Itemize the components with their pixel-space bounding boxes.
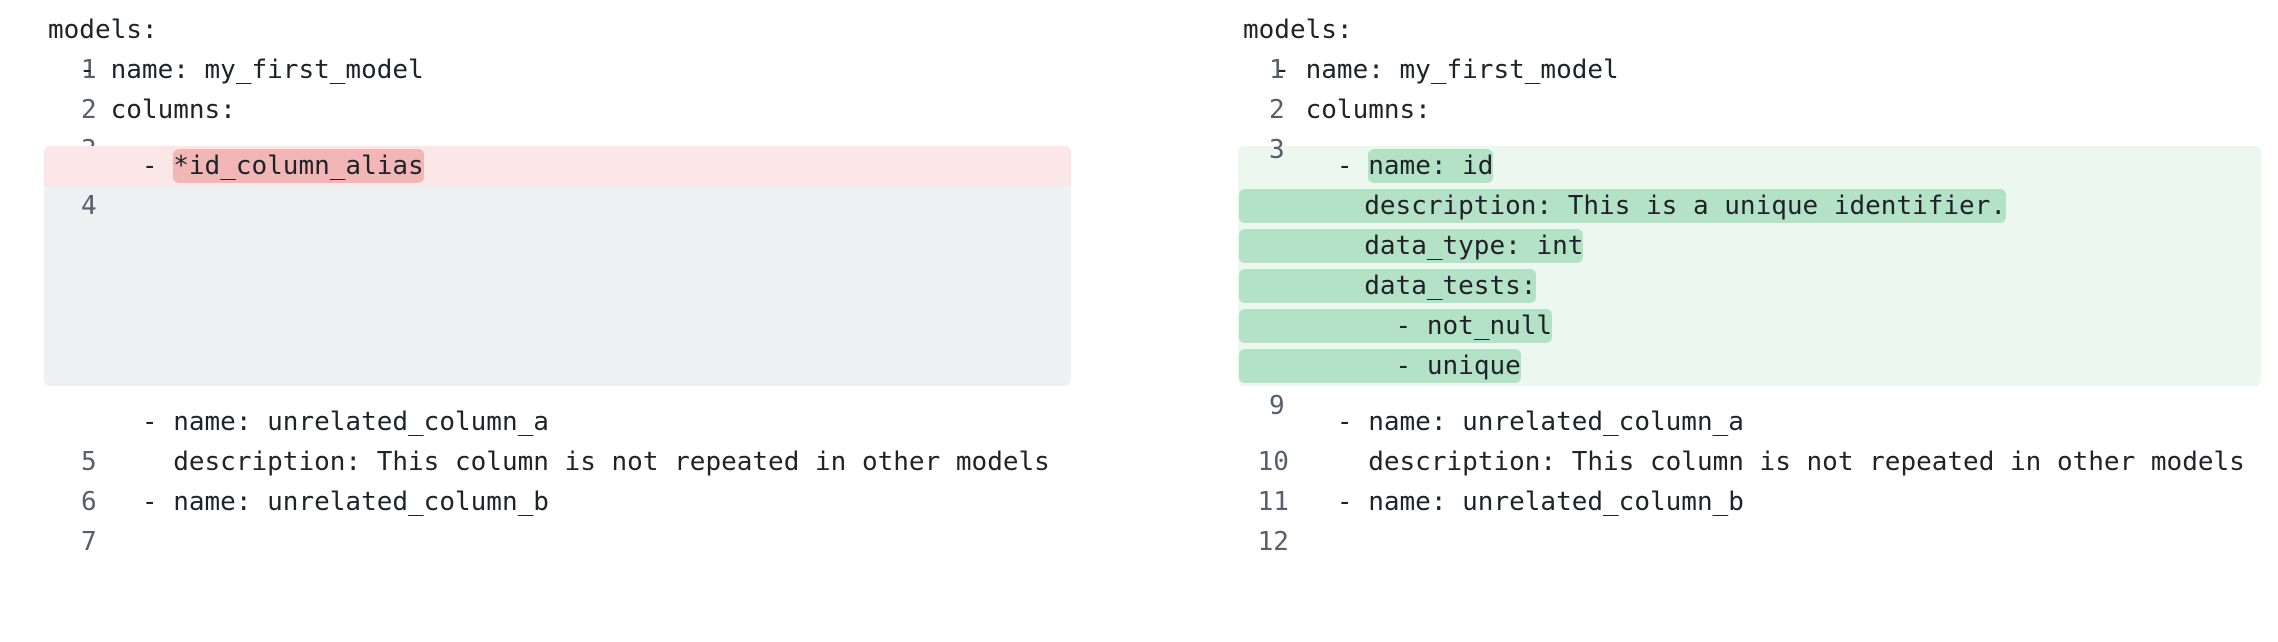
line-number: 3 xyxy=(1268,135,1285,165)
diff-pane-old: 1 models: 2 - name: my_first_model 3 col… xyxy=(0,0,1080,557)
code-text: - name: id xyxy=(1243,146,1494,186)
line-number: 10 xyxy=(1257,447,1289,477)
code-text: - not_null xyxy=(1239,306,1553,346)
line-number: 5 xyxy=(80,447,97,477)
code-text: description: This column is not repeated… xyxy=(48,447,1050,477)
diff-line: 11 description: This column is not repea… xyxy=(1195,442,2245,517)
diff-line: 5 - name: unrelated_column_a xyxy=(0,402,549,477)
line-number: 2 xyxy=(1268,95,1285,125)
added-line: 9 - unique xyxy=(1195,346,1521,421)
added-line: 7 data_tests: xyxy=(1195,266,1537,341)
line-number: 1 xyxy=(1268,55,1285,85)
code-text: - unique xyxy=(1239,346,1521,386)
code-text: columns: xyxy=(48,95,236,125)
added-hunk xyxy=(1238,146,2261,386)
line-number: 1 xyxy=(80,55,97,85)
line-number: 4 xyxy=(80,191,97,221)
code-text: - name: my_first_model xyxy=(1243,55,1619,85)
added-word-highlight: name: id xyxy=(1368,149,1494,183)
code-text: - name: unrelated_column_a xyxy=(48,407,549,437)
added-word-highlight: description: This is a unique identifier… xyxy=(1239,189,2007,223)
code-indent xyxy=(1239,311,1396,341)
removed-hunk xyxy=(44,146,1071,386)
code-indent xyxy=(1239,231,1364,261)
line-number: 6 xyxy=(80,487,97,517)
code-indent: - xyxy=(1243,151,1369,181)
line-number: 7 xyxy=(80,527,97,557)
diff-line: 7 - name: unrelated_column_b xyxy=(0,482,549,557)
removed-line: 4 - *id_column_alias xyxy=(0,146,424,221)
diff-line: 12 - name: unrelated_column_b xyxy=(1195,482,1744,557)
removed-word-highlight: *id_column_alias xyxy=(173,149,424,183)
code-text: columns: xyxy=(1243,95,1431,125)
code-text: - name: unrelated_column_a xyxy=(1243,407,1744,437)
added-line: 8 - not_null xyxy=(1195,306,1553,381)
diff-line: 6 description: This column is not repeat… xyxy=(0,442,1050,517)
code-text: - name: unrelated_column_b xyxy=(1243,487,1744,517)
code-text: models: xyxy=(1243,15,1353,45)
diff-line: 3 columns: xyxy=(1195,90,1431,165)
code-text: data_tests: xyxy=(1239,266,1537,306)
diff-line: 2 - name: my_first_model xyxy=(0,50,423,125)
code-indent xyxy=(1239,271,1364,301)
diff-line: 10 - name: unrelated_column_a xyxy=(1195,402,1744,477)
added-line: 4 - name: id xyxy=(1195,146,1494,221)
added-line: 6 data_type: int xyxy=(1195,226,1584,301)
line-number: 12 xyxy=(1257,527,1289,557)
added-word-highlight: data_tests: xyxy=(1239,269,1537,303)
code-text: - *id_column_alias xyxy=(48,146,424,186)
line-number: 2 xyxy=(80,95,97,125)
code-text: description: This column is not repeated… xyxy=(1243,447,2245,477)
diff-line: 1 models: xyxy=(1195,10,1353,85)
code-indent xyxy=(1239,191,1364,221)
diff-line: 2 - name: my_first_model xyxy=(1195,50,1619,125)
line-number: 11 xyxy=(1257,487,1289,517)
added-word-highlight: - unique xyxy=(1239,349,1521,383)
diff-line: 3 columns: xyxy=(0,90,236,165)
diff-pane-new: 1 models: 2 - name: my_first_model 3 col… xyxy=(1195,0,2278,557)
code-text: description: This is a unique identifier… xyxy=(1239,186,2007,226)
code-indent xyxy=(1239,351,1396,381)
line-number: 9 xyxy=(1268,391,1285,421)
code-text: - name: unrelated_column_b xyxy=(48,487,549,517)
code-text: data_type: int xyxy=(1239,226,1584,266)
code-indent: - xyxy=(48,151,174,181)
added-word-highlight: - not_null xyxy=(1239,309,1553,343)
code-text: - name: my_first_model xyxy=(48,55,424,85)
code-text: models: xyxy=(48,15,158,45)
diff-line: 1 models: xyxy=(0,10,158,85)
added-word-highlight: data_type: int xyxy=(1239,229,1584,263)
added-line: 5 description: This is a unique identifi… xyxy=(1195,186,2007,261)
